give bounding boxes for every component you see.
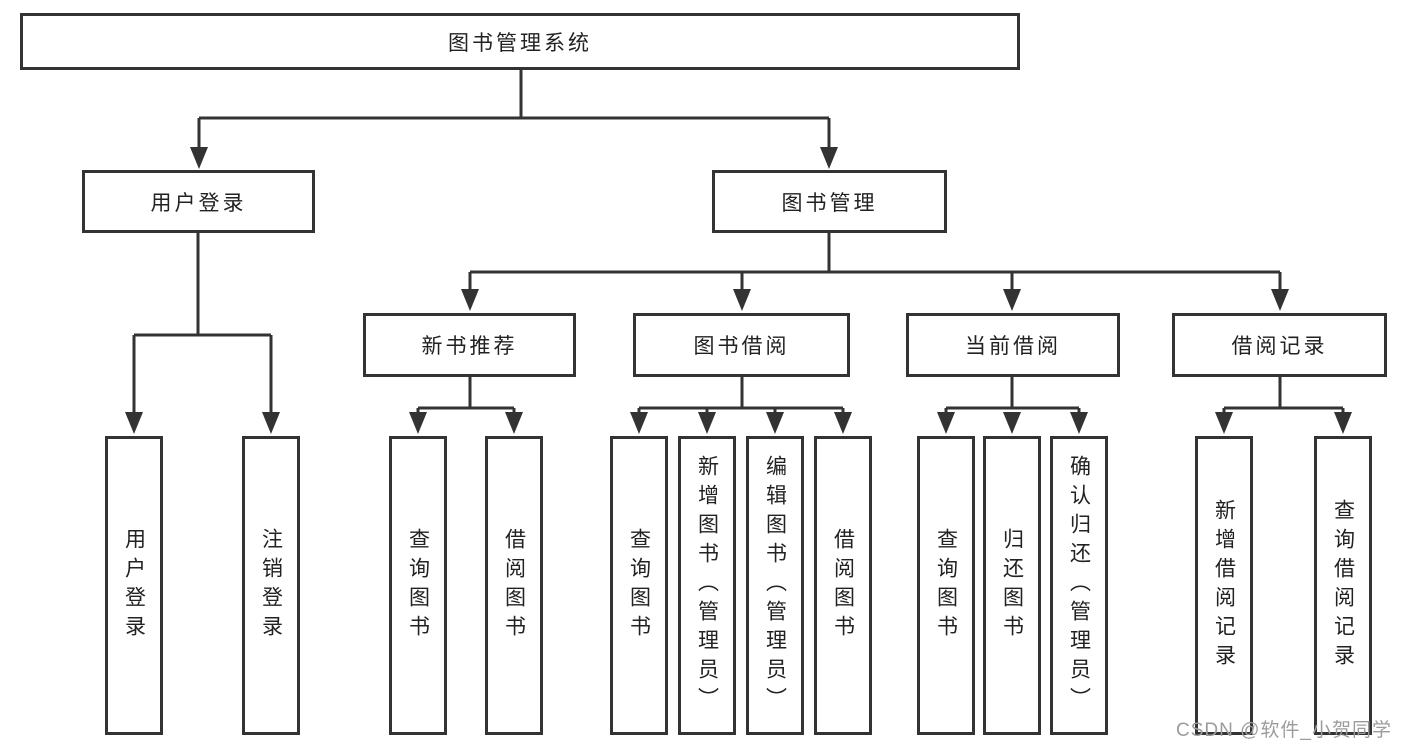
node-label: 查询图书 <box>406 527 430 644</box>
leaf-query-book-2: 查询图书 <box>610 436 668 735</box>
node-label: 借阅图书 <box>831 527 855 644</box>
node-label: 用户登录 <box>122 527 146 644</box>
leaf-logout: 注销登录 <box>242 436 300 735</box>
node-label: 图书管理 <box>781 191 878 215</box>
csdn-watermark: CSDN @软件_小贺同学 <box>1176 720 1392 741</box>
node-book-management-branch: 图书管理 <box>712 170 947 233</box>
node-label: 查询图书 <box>627 527 651 644</box>
leaf-query-borrow-record: 查询借阅记录 <box>1314 436 1372 735</box>
node-label: 图书管理系统 <box>448 31 592 55</box>
arrowheads <box>125 147 1352 434</box>
node-book-borrow: 图书借阅 <box>633 313 850 377</box>
node-current-borrow: 当前借阅 <box>906 313 1120 377</box>
leaf-user-login: 用户登录 <box>105 436 163 735</box>
node-label: 新增图书（管理员） <box>695 455 719 716</box>
node-label: 编辑图书（管理员） <box>763 455 787 716</box>
leaf-query-book-1: 查询图书 <box>389 436 447 735</box>
node-label: 归还图书 <box>1000 527 1024 644</box>
node-label: 新增借阅记录 <box>1212 498 1236 673</box>
leaf-add-book-admin: 新增图书（管理员） <box>678 436 736 735</box>
node-label: 借阅记录 <box>1231 335 1328 358</box>
node-label: 借阅图书 <box>502 527 526 644</box>
node-user-login-branch: 用户登录 <box>82 170 315 233</box>
node-label: 图书借阅 <box>693 335 790 358</box>
node-borrow-record: 借阅记录 <box>1172 313 1387 377</box>
node-label: 用户登录 <box>150 191 247 215</box>
node-label: 当前借阅 <box>965 335 1061 358</box>
leaf-edit-book-admin: 编辑图书（管理员） <box>746 436 804 735</box>
node-new-book-recommend: 新书推荐 <box>363 313 576 377</box>
node-label: 查询图书 <box>934 527 958 644</box>
leaf-borrow-book-1: 借阅图书 <box>485 436 543 735</box>
leaf-add-borrow-record: 新增借阅记录 <box>1195 436 1253 735</box>
node-root-system: 图书管理系统 <box>20 13 1020 70</box>
node-label: 新书推荐 <box>421 335 518 358</box>
node-label: 确认归还（管理员） <box>1067 455 1091 716</box>
node-label: 注销登录 <box>259 527 283 644</box>
node-label: 查询借阅记录 <box>1331 498 1355 673</box>
leaf-return-book: 归还图书 <box>983 436 1041 735</box>
leaf-query-book-3: 查询图书 <box>917 436 975 735</box>
leaf-confirm-return-admin: 确认归还（管理员） <box>1050 436 1108 735</box>
leaf-borrow-book-2: 借阅图书 <box>814 436 872 735</box>
